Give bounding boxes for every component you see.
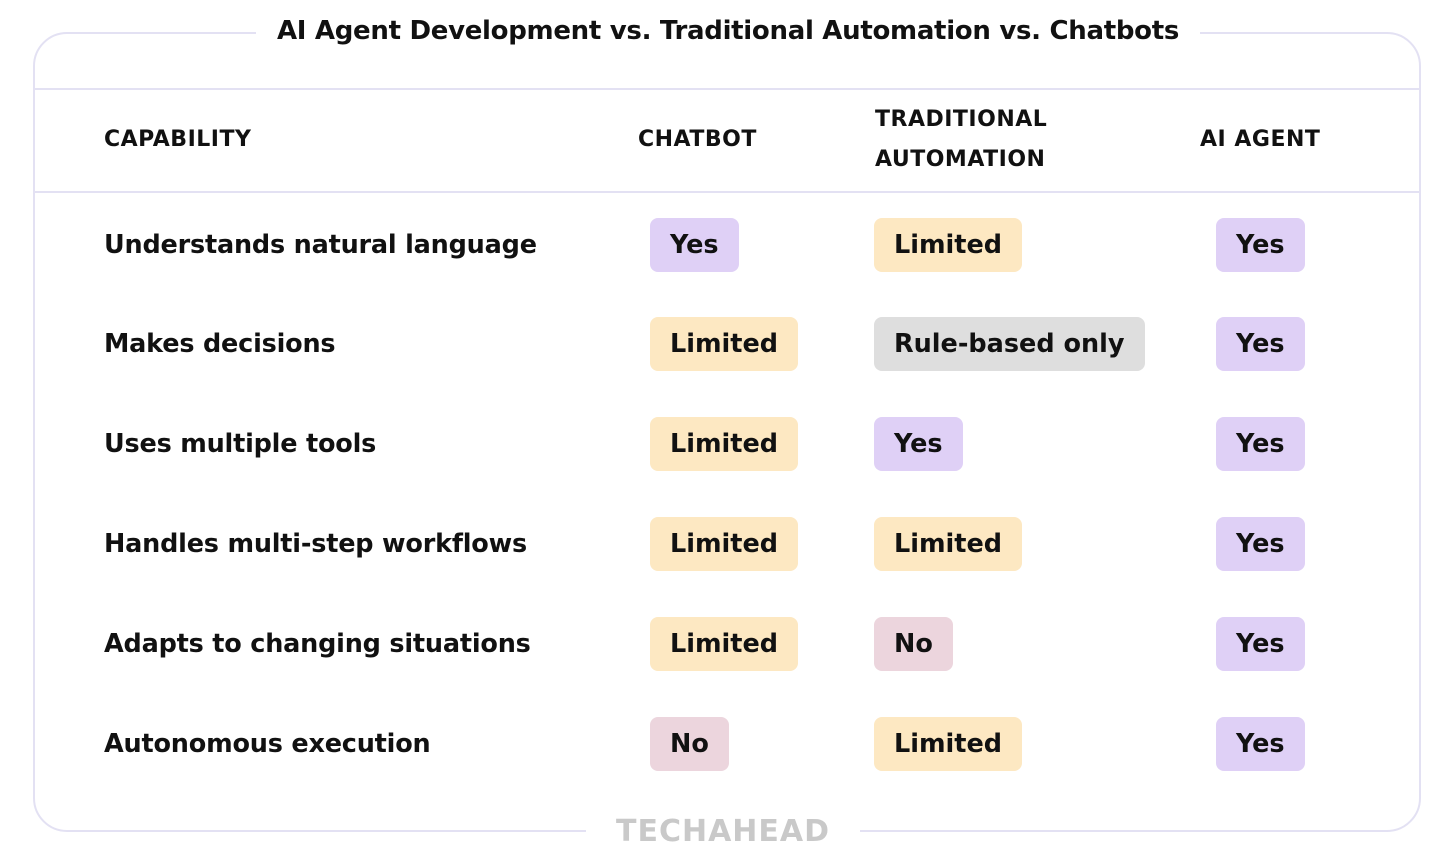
traditional-status-badge: Rule-based only [874, 317, 1145, 371]
chatbot-status-badge: Limited [650, 617, 799, 671]
title-container: AI Agent Development vs. Traditional Aut… [256, 10, 1200, 52]
capability-label: Uses multiple tools [104, 429, 377, 459]
header-ai-agent: AI AGENT [1200, 127, 1321, 152]
capability-label: Makes decisions [104, 329, 336, 359]
traditional-status-badge: Limited [874, 517, 1023, 571]
ai-agent-status-badge: Yes [1216, 417, 1305, 471]
header-capability: CAPABILITY [104, 127, 252, 152]
chatbot-status-badge: No [650, 717, 729, 771]
chatbot-status-badge: Limited [650, 517, 799, 571]
header-bottom-divider [35, 191, 1421, 193]
brand-logo-text: TECHAHEAD [615, 814, 831, 849]
chatbot-status-badge: Limited [650, 417, 799, 471]
traditional-status-badge: Limited [874, 218, 1023, 272]
ai-agent-status-badge: Yes [1216, 717, 1305, 771]
ai-agent-status-badge: Yes [1216, 317, 1305, 371]
ai-agent-status-badge: Yes [1216, 517, 1305, 571]
capability-label: Handles multi-step workflows [104, 529, 527, 559]
capability-label: Autonomous execution [104, 729, 431, 759]
chatbot-status-badge: Yes [650, 218, 739, 272]
capability-label: Understands natural language [104, 230, 537, 260]
brand-watermark: TECHAHEAD [586, 812, 860, 852]
header-top-divider [35, 88, 1421, 90]
page-title: AI Agent Development vs. Traditional Aut… [276, 16, 1180, 46]
traditional-status-badge: No [874, 617, 953, 671]
capability-label: Adapts to changing situations [104, 629, 531, 659]
traditional-status-badge: Limited [874, 717, 1023, 771]
ai-agent-status-badge: Yes [1216, 218, 1305, 272]
chatbot-status-badge: Limited [650, 317, 799, 371]
header-traditional-line1: TRADITIONAL [875, 107, 1048, 132]
header-traditional-line2: AUTOMATION [875, 147, 1046, 172]
ai-agent-status-badge: Yes [1216, 617, 1305, 671]
traditional-status-badge: Yes [874, 417, 963, 471]
header-chatbot: CHATBOT [638, 127, 757, 152]
